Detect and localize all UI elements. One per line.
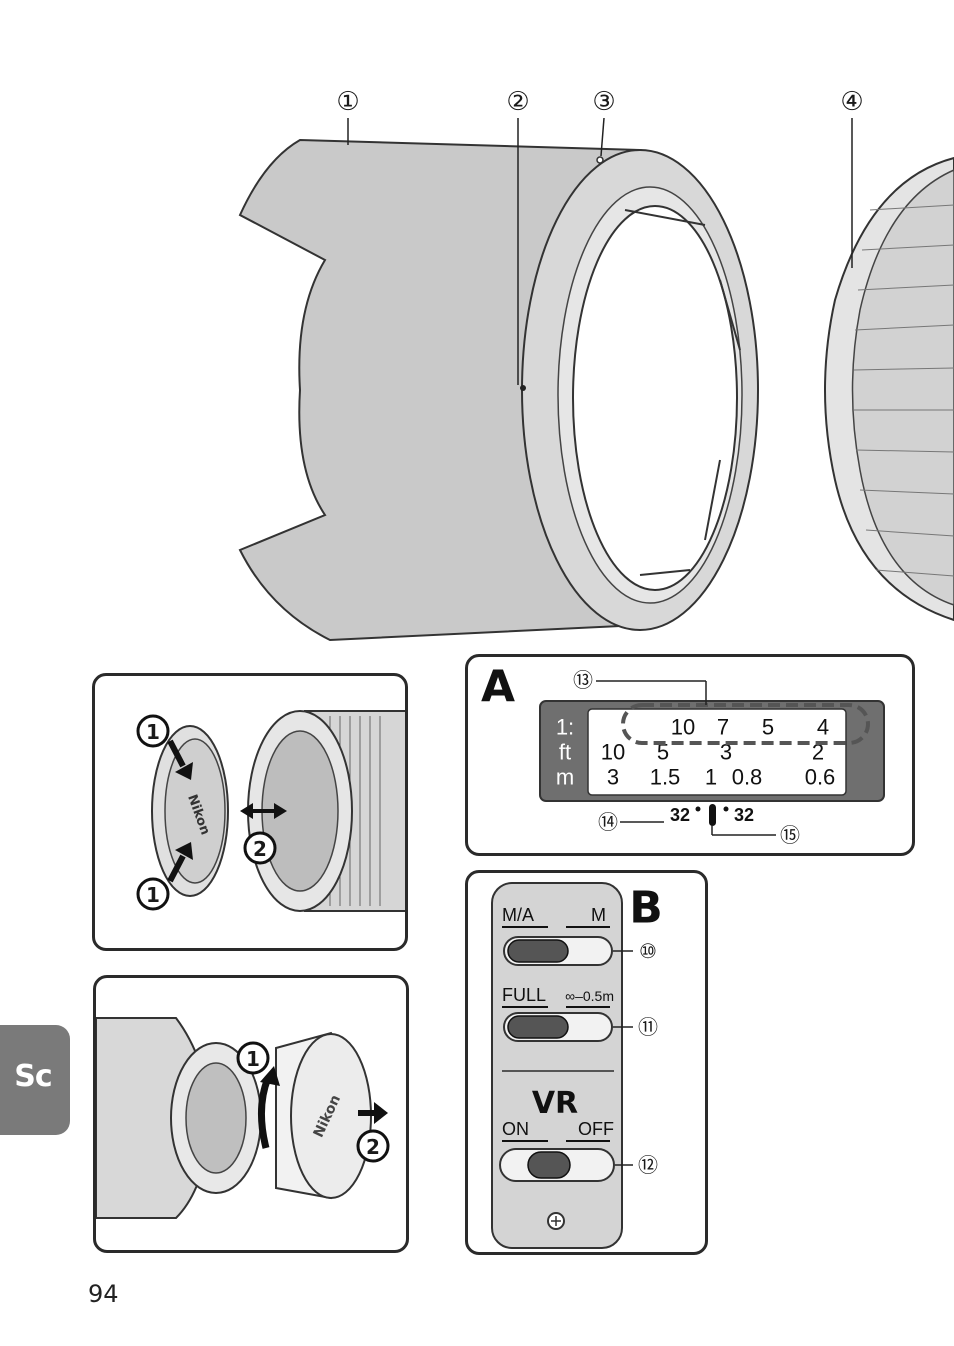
page-number: 94 (88, 1280, 119, 1308)
focus-limit-full-label: FULL (502, 985, 546, 1005)
ratio-value: 4 (817, 715, 829, 740)
distance-scale-diagram: A 1: ft m 10 7 5 4 10 5 3 2 3 1.5 1 0.8 … (481, 662, 885, 847)
lens-cap-panel: Nikon 1 1 2 (92, 673, 408, 951)
callout-12: ⑫ (638, 1153, 658, 1177)
step-1-top: 1 (146, 720, 160, 744)
language-tab: Sc (0, 1025, 70, 1135)
m-value: 1 (705, 765, 717, 790)
focus-mode-switch[interactable] (507, 939, 569, 963)
ratio-value: 7 (717, 715, 729, 740)
switch-panel-diagram: B M/A M ⑩ FULL ∞–0.5m ⑪ VR ON OFF ⑫ (491, 882, 663, 1249)
callout-15: ⑮ (780, 823, 800, 847)
ratio-value: 5 (762, 715, 774, 740)
rear-cap-panel: Nikon 1 2 (93, 975, 409, 1253)
row-label-ratio: 1: (556, 715, 574, 740)
vr-switch[interactable] (527, 1151, 571, 1179)
focus-mode-ma-label: M/A (502, 905, 534, 925)
rear-cap-illustration: Nikon 1 2 (96, 1017, 390, 1219)
callout-14: ⑭ (598, 810, 618, 834)
ft-value: 5 (657, 740, 669, 765)
focus-mode-m-label: M (591, 905, 606, 925)
callout-3: ③ (592, 87, 615, 117)
vr-off-label: OFF (578, 1119, 614, 1139)
m-value: 0.6 (805, 765, 836, 790)
ft-value: 10 (601, 740, 625, 765)
lens-hood-illustration: ① ② ③ ④ (238, 87, 954, 642)
dof-right: 32 (734, 805, 754, 825)
callout-11: ⑪ (638, 1015, 658, 1039)
panel-a-distance-scale: A 1: ft m 10 7 5 4 10 5 3 2 3 1.5 1 0.8 … (465, 654, 915, 856)
focus-limit-range-label: ∞–0.5m (565, 988, 614, 1004)
callout-10: ⑩ (639, 939, 657, 963)
m-value: 0.8 (732, 765, 763, 790)
row-label-m: m (556, 765, 574, 790)
language-tab-label: Sc (14, 1059, 52, 1094)
panel-a-label: A (481, 662, 515, 713)
reproduction-ratio-highlight (621, 703, 870, 745)
callout-13: ⑬ (573, 668, 593, 692)
ft-value: 3 (720, 740, 732, 765)
ft-value: 2 (812, 740, 824, 765)
panel-b-switches: B M/A M ⑩ FULL ∞–0.5m ⑪ VR ON OFF ⑫ (465, 870, 708, 1255)
lens-cap-illustration: Nikon 1 1 2 (136, 710, 405, 912)
callout-2: ② (506, 87, 529, 117)
rear-step-1: 1 (246, 1047, 260, 1071)
distance-index-mark (709, 804, 716, 826)
panel-b-label: B (629, 883, 663, 934)
rear-step-2: 2 (366, 1135, 380, 1159)
callout-1: ① (336, 87, 359, 117)
vr-label: VR (532, 1086, 578, 1121)
callout-4: ④ (840, 87, 863, 117)
m-value: 1.5 (650, 765, 681, 790)
m-value: 3 (607, 765, 619, 790)
focus-limit-switch[interactable] (507, 1015, 569, 1039)
ratio-value: 10 (671, 715, 695, 740)
row-label-ft: ft (559, 740, 571, 765)
step-1-bottom: 1 (146, 883, 160, 907)
step-2: 2 (253, 837, 267, 861)
dof-left: 32 (670, 805, 690, 825)
vr-on-label: ON (502, 1119, 529, 1139)
